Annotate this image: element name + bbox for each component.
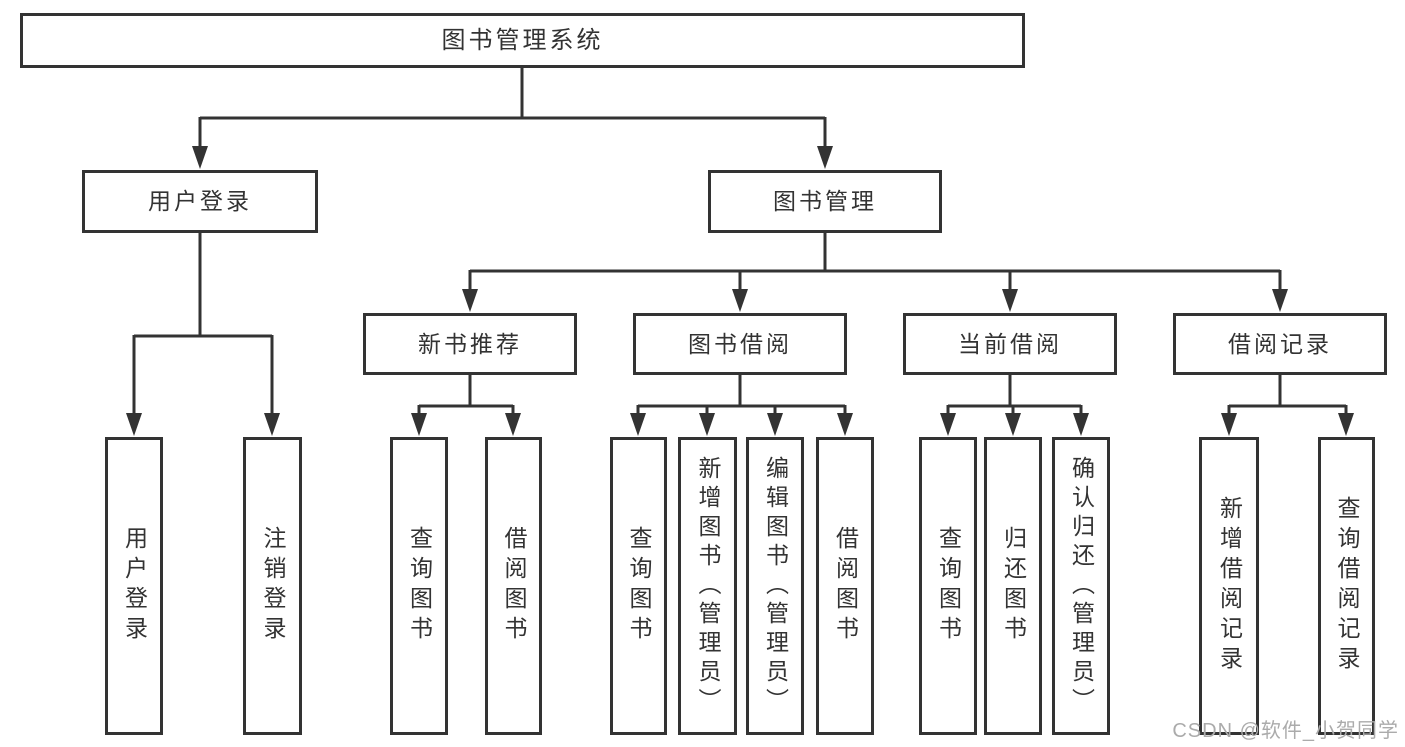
node-label: 编辑图书（管理员） [762, 455, 789, 717]
leaf-query-books-recommendation: 查询图书 [390, 437, 448, 735]
arrowheads [126, 146, 1354, 436]
node-label: 注销登录 [260, 526, 286, 646]
node-label: 确认归还（管理员） [1068, 455, 1095, 717]
node-label: 查询图书 [406, 526, 433, 646]
node-book-management: 图书管理 [708, 170, 942, 233]
node-label: 查询借阅记录 [1334, 496, 1360, 676]
node-label: 图书管理系统 [441, 26, 604, 54]
node-library-management-system: 图书管理系统 [20, 13, 1025, 68]
node-label: 新增图书（管理员） [695, 455, 721, 717]
node-label: 新书推荐 [418, 330, 522, 357]
leaf-query-books-current: 查询图书 [919, 437, 977, 735]
leaf-edit-book-admin: 编辑图书（管理员） [746, 437, 804, 735]
leaf-add-book-admin: 新增图书（管理员） [678, 437, 737, 735]
node-book-borrowing: 图书借阅 [633, 313, 847, 375]
node-label: 归还图书 [1000, 526, 1027, 646]
node-label: 查询图书 [626, 526, 652, 646]
node-label: 查询图书 [935, 526, 962, 646]
leaf-logout: 注销登录 [243, 437, 302, 735]
node-borrowing-records: 借阅记录 [1173, 313, 1387, 375]
leaf-borrow-books-recommendation: 借阅图书 [485, 437, 542, 735]
node-label: 借阅图书 [501, 526, 527, 646]
node-label: 用户登录 [121, 526, 148, 646]
node-label: 当前借阅 [958, 330, 1062, 357]
node-label: 用户登录 [148, 188, 252, 214]
leaf-query-borrow-record: 查询借阅记录 [1318, 437, 1375, 735]
leaf-user-login: 用户登录 [105, 437, 163, 735]
leaf-borrow-books: 借阅图书 [816, 437, 874, 735]
leaf-add-borrow-record: 新增借阅记录 [1199, 437, 1259, 735]
node-current-borrowing: 当前借阅 [903, 313, 1117, 375]
leaf-query-books-borrowing: 查询图书 [610, 437, 667, 735]
node-user-login: 用户登录 [82, 170, 318, 233]
leaf-return-book: 归还图书 [984, 437, 1042, 735]
node-label: 借阅记录 [1228, 330, 1332, 357]
leaf-confirm-return-admin: 确认归还（管理员） [1052, 437, 1110, 735]
csdn-watermark: CSDN @软件_小贺同学 [1172, 720, 1399, 742]
node-label: 图书管理 [773, 188, 877, 214]
node-new-book-recommendation: 新书推荐 [363, 313, 577, 375]
node-label: 新增借阅记录 [1216, 496, 1243, 676]
node-label: 借阅图书 [832, 526, 859, 646]
node-label: 图书借阅 [688, 330, 792, 357]
